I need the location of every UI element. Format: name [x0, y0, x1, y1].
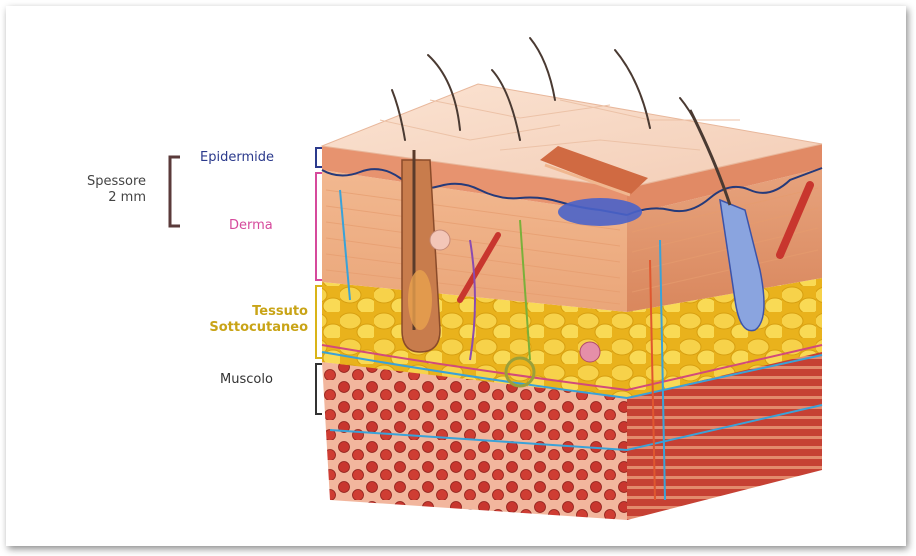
vein-plexus — [558, 198, 642, 226]
label-spessore: Spessore 2 mm — [87, 174, 146, 206]
label-tessuto-sottocutaneo: Tessuto Sottocutaneo — [209, 304, 308, 336]
label-spessore-line2: 2 mm — [87, 190, 146, 206]
label-derma: Derma — [229, 218, 273, 233]
label-tessuto-line1: Tessuto — [209, 304, 308, 320]
label-epidermide: Epidermide — [200, 150, 274, 165]
label-tessuto-line2: Sottocutaneo — [209, 320, 308, 336]
label-muscolo: Muscolo — [220, 372, 273, 387]
label-spessore-line1: Spessore — [87, 174, 146, 190]
spessore-bracket — [170, 157, 180, 226]
